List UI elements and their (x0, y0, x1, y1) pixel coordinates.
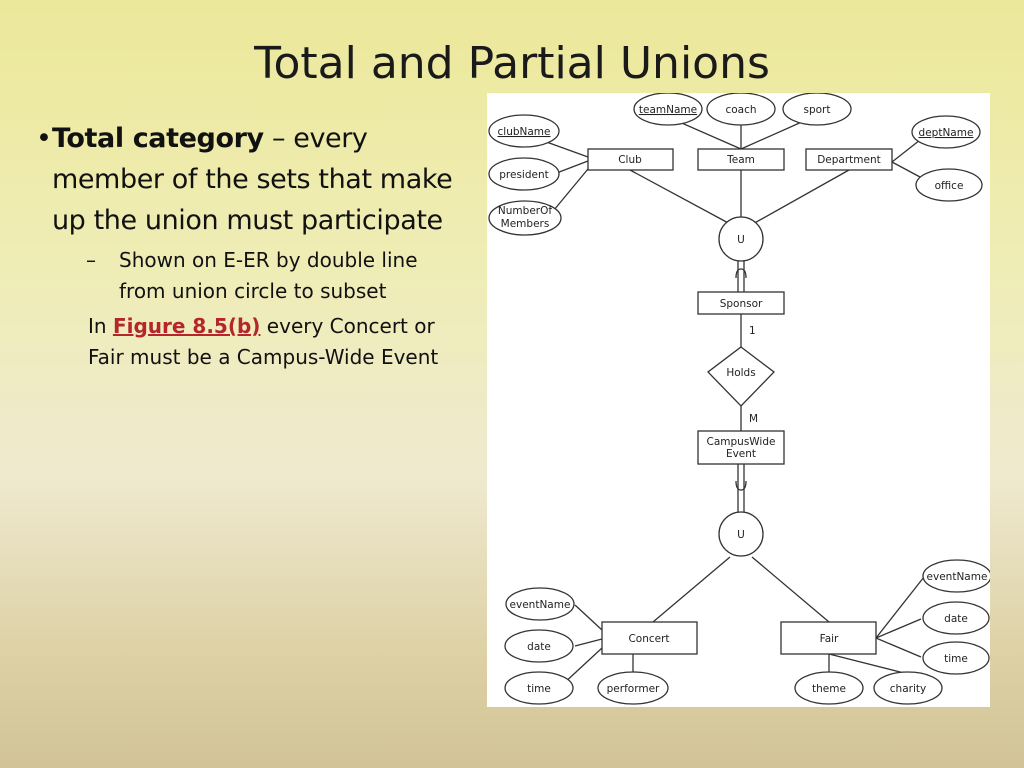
main-bullet-text: Total category – every member of the set… (52, 118, 456, 241)
attr-fair-date: date (944, 613, 968, 625)
attr-concert-date: date (527, 641, 551, 653)
connector-lines (540, 116, 925, 686)
entity-fair: Fair (820, 633, 839, 645)
attr-concert-time: time (527, 683, 551, 695)
slide-content: • Total category – every member of the s… (36, 118, 456, 373)
union-circle-bottom: U (737, 529, 745, 541)
entity-campuswide-event-line1: CampusWide (707, 436, 776, 448)
attr-theme: theme (812, 683, 846, 695)
attr-team-name: teamName (639, 104, 697, 116)
attr-concert-event-name: eventName (510, 599, 571, 611)
relationship-holds: Holds (726, 367, 755, 379)
attr-charity: charity (890, 683, 926, 695)
attr-dept-name: deptName (919, 127, 974, 139)
paragraph-prefix: In (88, 314, 107, 338)
attr-number-of-members-line1: NumberOf (498, 205, 552, 217)
bullet-dot-icon: • (36, 123, 52, 154)
entity-department: Department (817, 154, 881, 166)
figure-link[interactable]: Figure 8.5(b) (112, 314, 261, 338)
entity-sponsor: Sponsor (720, 298, 763, 310)
figure-reference-paragraph: In Figure 8.5(b) every Concert or Fair m… (88, 311, 443, 373)
bullet-dash: – (271, 123, 286, 154)
attr-fair-time: time (944, 653, 968, 665)
attr-coach: coach (725, 104, 756, 116)
bullet-term: Total category (51, 123, 264, 154)
paragraph-suffix: every Concert or Fair must be a Campus-W… (88, 314, 439, 369)
cardinality-one: 1 (749, 325, 756, 337)
union-circle-top: U (737, 234, 745, 246)
attr-performer: performer (607, 683, 660, 695)
sub-bullet-dash-icon: – (86, 248, 96, 272)
entity-team: Team (726, 154, 755, 166)
slide-title: Total and Partial Unions (254, 38, 770, 89)
attr-club-name: clubName (498, 126, 551, 138)
bullet-definition: every member of the sets that make up th… (51, 123, 453, 236)
cardinality-many: M (749, 413, 758, 425)
attr-sport: sport (804, 104, 831, 116)
sub-bullet: – Shown on E-ER by double line from unio… (86, 245, 456, 307)
entity-campuswide-event-line2: Event (726, 448, 756, 460)
sub-bullet-text: Shown on E-ER by double line from union … (119, 248, 418, 303)
attribute-ellipses (488, 93, 990, 705)
attr-number-of-members-line2: Members (501, 218, 550, 230)
main-bullet: • Total category – every member of the s… (36, 118, 456, 241)
attr-fair-event-name: eventName (927, 571, 988, 583)
eer-diagram: Club Team Department Sponsor CampusWide … (487, 93, 990, 707)
entity-boxes (587, 148, 893, 655)
attr-office: office (935, 180, 964, 192)
entity-club: Club (618, 154, 642, 166)
attr-president: president (499, 169, 549, 181)
entity-concert: Concert (628, 633, 669, 645)
